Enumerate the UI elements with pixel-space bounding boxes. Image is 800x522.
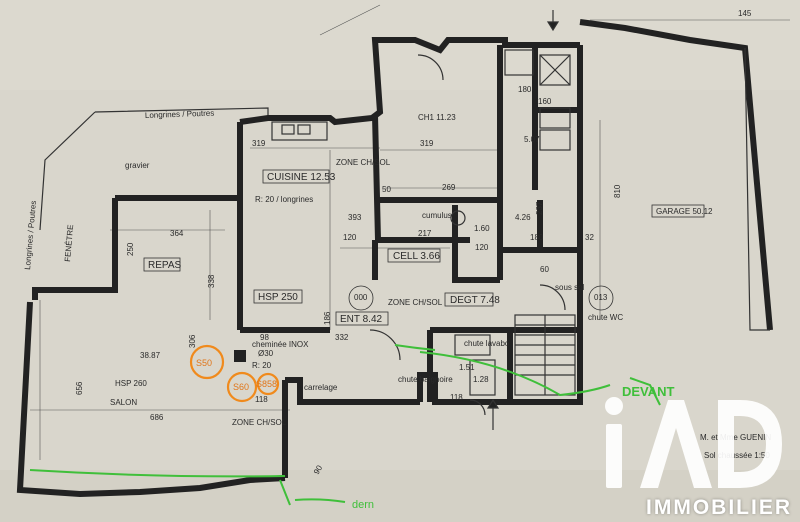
room-b128: 1.28 <box>473 375 489 384</box>
label-s50: S50 <box>196 358 212 368</box>
dimension-numbers: 319 319 393 364 250 338 306 686 656 269 … <box>75 9 752 476</box>
svg-text:60: 60 <box>540 265 549 274</box>
room-ent: ENT 8.42 <box>340 314 382 325</box>
label-cheminee: cheminée INOX <box>252 340 309 349</box>
label-chute-lavabo: chute lavabo <box>464 339 510 348</box>
label-phi30: Ø30 <box>258 349 274 358</box>
label-r20-longrines: R: 20 / longrines <box>255 195 313 204</box>
exterior-walls <box>16 19 773 498</box>
room-b013: 013 <box>594 293 608 302</box>
svg-text:319: 319 <box>252 139 266 148</box>
room-b426: 4.26 <box>515 213 531 222</box>
annotation-labels: Longrines / Poutres Longrines / Poutres … <box>23 109 771 511</box>
staircase <box>514 314 576 396</box>
room-repas: REPAS <box>148 260 181 271</box>
iad-logo-icon <box>605 397 782 488</box>
label-mr-guenin: M. et Mme GUENIN <box>700 433 771 442</box>
svg-text:217: 217 <box>418 229 432 238</box>
label-zone-chsol-2: ZONE CH/SOL <box>388 298 443 307</box>
room-salon-area: 38.87 <box>140 351 161 360</box>
svg-text:237: 237 <box>535 201 544 215</box>
iad-watermark: IMMOBILIER <box>590 387 800 522</box>
fireplace-icon <box>234 350 246 362</box>
label-gravier: gravier <box>125 161 150 170</box>
label-devant: DEVANT <box>622 384 675 399</box>
green-markings <box>29 344 661 506</box>
svg-text:306: 306 <box>188 334 197 348</box>
section-markers <box>486 10 560 430</box>
room-ch1: CH1 11.23 <box>418 113 456 122</box>
svg-text:180: 180 <box>530 233 544 242</box>
svg-text:810: 810 <box>613 184 622 198</box>
svg-text:338: 338 <box>207 274 216 288</box>
svg-text:120: 120 <box>475 243 489 252</box>
room-salon: SALON <box>110 398 137 407</box>
label-sous-sol: sous sol <box>555 283 585 292</box>
room-cuisine: CUISINE 12.53 <box>267 172 336 183</box>
room-hsp-main: HSP 250 <box>258 292 298 303</box>
svg-text:393: 393 <box>348 213 362 222</box>
svg-text:332: 332 <box>335 333 349 342</box>
label-chute-wc: chute WC <box>588 313 623 322</box>
label-chute-baignoire: chute baignoire <box>398 375 453 384</box>
svg-text:145: 145 <box>738 9 752 18</box>
svg-text:160: 160 <box>538 97 552 106</box>
svg-text:118: 118 <box>450 393 463 402</box>
room-cell: CELL 3.66 <box>393 251 440 262</box>
svg-text:250: 250 <box>126 242 135 256</box>
kitchen-counter <box>271 49 571 396</box>
label-r20: R: 20 <box>252 361 272 370</box>
label-zone-chsol-3: ZONE CH/SOL <box>232 418 287 427</box>
dimension-lines <box>30 4 790 460</box>
label-zone-chsol-1: ZONE CH/SOL <box>336 158 391 167</box>
label-s60: S60 <box>233 382 249 392</box>
label-carrelage: carrelage <box>304 383 338 392</box>
svg-text:686: 686 <box>150 413 164 422</box>
label-cumulus: cumulus <box>422 211 452 220</box>
room-hsp-salon: HSP 260 <box>115 379 147 388</box>
svg-text:186: 186 <box>323 311 332 325</box>
iad-brand-text: IMMOBILIER <box>646 496 792 519</box>
label-dern: dern <box>352 499 374 511</box>
room-b000: 000 <box>354 293 368 302</box>
label-sur-chaussee: Sol chaussée 1:50 <box>704 451 770 460</box>
label-longrines-poutres-top: Longrines / Poutres <box>145 109 215 120</box>
room-labels: CUISINE 12.53 CELL 3.66 CH1 11.23 REPAS … <box>110 113 713 407</box>
room-b151: 1.51 <box>459 363 475 372</box>
svg-text:269: 269 <box>442 183 456 192</box>
svg-text:656: 656 <box>75 381 84 395</box>
door-swings <box>369 54 566 416</box>
svg-text:98: 98 <box>260 333 269 342</box>
svg-text:120: 120 <box>343 233 357 242</box>
room-b507: 5.07 <box>524 135 540 144</box>
svg-text:50: 50 <box>382 185 391 194</box>
room-b160: 1.60 <box>474 224 490 233</box>
svg-text:32: 32 <box>585 233 594 242</box>
label-fenetre: FENÊTRE <box>63 224 75 262</box>
svg-text:319: 319 <box>420 139 434 148</box>
svg-text:118: 118 <box>255 395 268 404</box>
svg-text:364: 364 <box>170 229 184 238</box>
label-s858: S858 <box>256 379 277 389</box>
svg-text:180: 180 <box>518 85 532 94</box>
orange-annotations <box>189 344 280 403</box>
room-degt: DEGT 7.48 <box>450 295 500 306</box>
room-garage: GARAGE 50.12 <box>656 207 713 216</box>
